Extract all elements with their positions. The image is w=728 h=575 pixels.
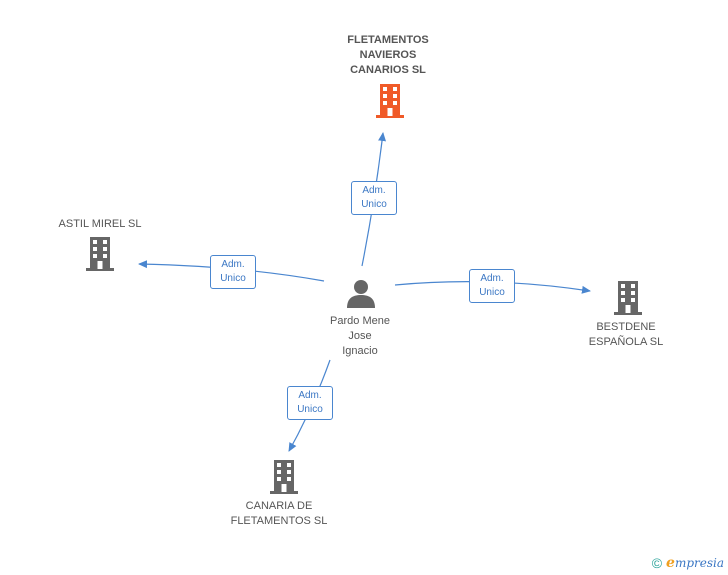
relation-badge-astil[interactable]: Adm. Unico [210, 255, 256, 289]
copyright-symbol: © [651, 555, 663, 571]
building-icon[interactable] [374, 84, 406, 118]
relation-badge-bestdene[interactable]: Adm. Unico [469, 269, 515, 303]
person-icon[interactable] [346, 278, 376, 308]
relation-badge-canaria[interactable]: Adm. Unico [287, 386, 333, 420]
building-fletamentos [376, 84, 404, 118]
building-icon[interactable] [612, 281, 644, 315]
company-label-fletamentos[interactable]: FLETAMENTOS NAVIEROS CANARIOS SL [347, 34, 429, 76]
building-icon[interactable] [84, 237, 116, 271]
person-label[interactable]: Pardo Mene Jose Ignacio [330, 315, 390, 357]
empresia-logo[interactable]: empresia [666, 555, 724, 571]
relation-badge-fletamentos[interactable]: Adm. Unico [351, 181, 397, 215]
building-icon[interactable] [268, 460, 300, 494]
company-label-canaria[interactable]: CANARIA DE FLETAMENTOS SL [230, 500, 328, 527]
company-label-astil[interactable]: ASTIL MIREL SL [58, 218, 142, 230]
company-label-bestdene[interactable]: BESTDENE ESPAÑOLA SL [588, 321, 664, 348]
footer-brand: © empresia [652, 555, 724, 571]
